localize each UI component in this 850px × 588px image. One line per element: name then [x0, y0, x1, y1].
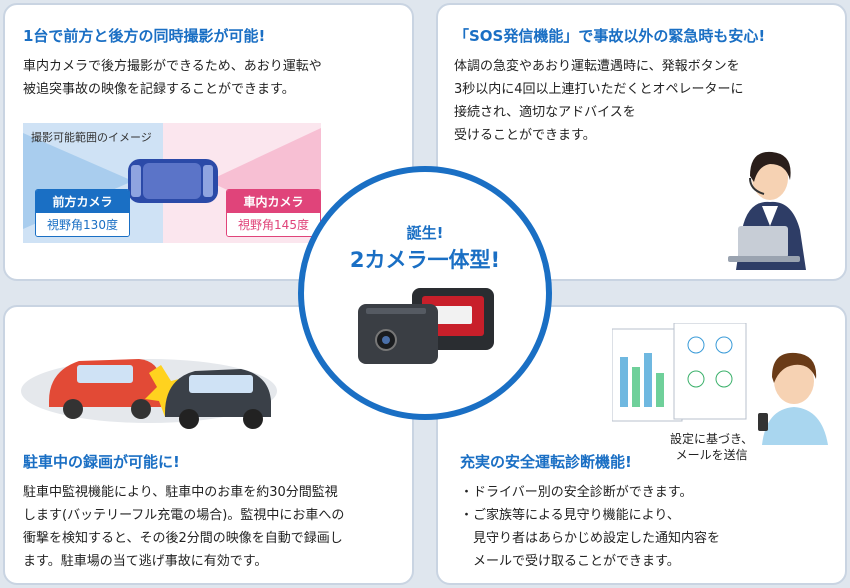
body-line: 衝撃を検知すると、その後2分間の映像を自動で録画し	[23, 531, 343, 546]
front-camera-badge: 前方カメラ 視野角130度	[35, 189, 130, 237]
operator-hair	[750, 151, 791, 182]
car-rear-window	[203, 165, 213, 197]
red-car-wheel	[63, 399, 83, 419]
panel-title: 1台で前方と後方の同時撮影が可能!	[23, 27, 266, 45]
panel-sos-function: 「SOS発信機能」で事故以外の緊急時も安心! 体調の急変やあおり運転遭遇時に、発…	[436, 3, 847, 281]
front-camera-name: 前方カメラ	[36, 190, 129, 213]
panel-body: 駐車中監視機能により、駐車中のお車を約30分間監視 します(バッテリーフル充電の…	[23, 481, 344, 573]
report-bar	[632, 367, 640, 407]
user-face	[774, 358, 814, 404]
dashcam-mount	[366, 308, 426, 314]
grey-car-window	[189, 375, 253, 393]
body-line: ます。駐車場の当て逃げ事故に有効です。	[23, 554, 268, 569]
panel-title: 駐車中の録画が可能に!	[23, 453, 180, 471]
dashcam-screen-logo	[432, 306, 472, 324]
user-shirt	[762, 407, 828, 445]
report-bar	[656, 373, 664, 407]
grey-car-wheel	[179, 409, 199, 429]
car-roof	[143, 163, 201, 199]
report-sheet	[673, 323, 747, 420]
body-line: 車内カメラで後方撮影ができるため、あおり運転や	[23, 59, 322, 74]
red-car-wheel	[131, 399, 151, 419]
panel-body: 車内カメラで後方撮影ができるため、あおり運転や 被追突事故の映像を記録することが…	[23, 55, 322, 101]
caption-line: 設定に基づき、	[670, 432, 754, 446]
body-line: 見守り者はあらかじめ設定した通知内容を	[460, 531, 721, 546]
panel-body: 体調の急変やあおり運転遭遇時に、発報ボタンを 3秒以内に4回以上連打いただくとオ…	[454, 55, 744, 147]
panel-parking-recording: 駐車中の録画が可能に! 駐車中監視機能により、駐車中のお車を約30分間監視 しま…	[3, 305, 414, 585]
caption-line: メールを送信	[675, 448, 748, 462]
dashcam-lens-glass	[382, 336, 390, 344]
laptop-screen	[738, 226, 788, 258]
body-line: 駐車中監視機能により、駐車中のお車を約30分間監視	[23, 485, 338, 500]
report-dial	[715, 336, 733, 354]
panel-dual-recording: 1台で前方と後方の同時撮影が可能! 車内カメラで後方撮影ができるため、あおり運転…	[3, 3, 414, 281]
center-badge: 誕生! 2カメラ一体型!	[298, 166, 552, 420]
user-with-phone-illustration	[758, 352, 828, 445]
body-line: 体調の急変やあおり運転遭遇時に、発報ボタンを	[454, 59, 740, 74]
body-line: ・ドライバー別の安全診断ができます。	[460, 485, 693, 500]
report-bar	[620, 357, 628, 407]
report-dial	[687, 336, 705, 354]
car-windshield	[131, 165, 141, 197]
interior-camera-angle: 視野角145度	[227, 213, 320, 236]
center-product-name: 2カメラ一体型!	[349, 248, 501, 272]
body-line: します(バッテリーフル充電の場合)。監視中にお車への	[23, 508, 345, 523]
operator-shirt	[762, 206, 778, 226]
front-camera-angle: 視野角130度	[36, 213, 129, 236]
body-line: 受けることができます。	[454, 128, 596, 143]
impact-burst	[145, 365, 189, 417]
user-phone	[758, 413, 768, 431]
body-line: 被追突事故の映像を記録することができます。	[23, 82, 295, 97]
interior-camera-badge: 車内カメラ 視野角145度	[226, 189, 321, 237]
panel-body: ・ドライバー別の安全診断ができます。 ・ご家族等による見守り機能により、 見守り…	[460, 481, 720, 573]
headset-mic	[749, 177, 765, 195]
laptop-base	[728, 256, 800, 262]
body-line: メールで受け取ることができます。	[460, 554, 680, 569]
email-caption: 設定に基づき、 メールを送信	[670, 431, 753, 463]
dashcam-product-image	[358, 288, 494, 364]
body-line: ・ご家族等による見守り機能により、	[460, 508, 680, 523]
dashcam-front-unit	[358, 304, 438, 364]
diagnosis-report-illustration	[612, 323, 747, 422]
body-line: 3秒以内に4回以上連打いただくとオペレーターに	[454, 82, 744, 97]
user-hair	[772, 352, 817, 383]
report-dial	[715, 370, 733, 388]
interior-camera-name: 車内カメラ	[227, 190, 320, 213]
grey-car-wheel	[243, 409, 263, 429]
body-line: 接続され、適切なアドバイスを	[454, 105, 636, 120]
report-dial	[687, 370, 705, 388]
report-bar	[644, 353, 652, 407]
panel-title: 「SOS発信機能」で事故以外の緊急時も安心!	[454, 27, 766, 45]
panel-title: 充実の安全運転診断機能!	[460, 453, 632, 471]
operator-illustration	[728, 151, 806, 270]
parking-collision-illustration	[21, 359, 277, 429]
diagram-label: 撮影可能範囲のイメージ	[31, 131, 152, 144]
center-birth-label: 誕生!	[406, 224, 444, 242]
recording-range-diagram: 撮影可能範囲のイメージ 前方カメラ 視野角130度 車内カメラ 視野角145度	[23, 123, 321, 243]
red-car-window	[77, 365, 133, 383]
